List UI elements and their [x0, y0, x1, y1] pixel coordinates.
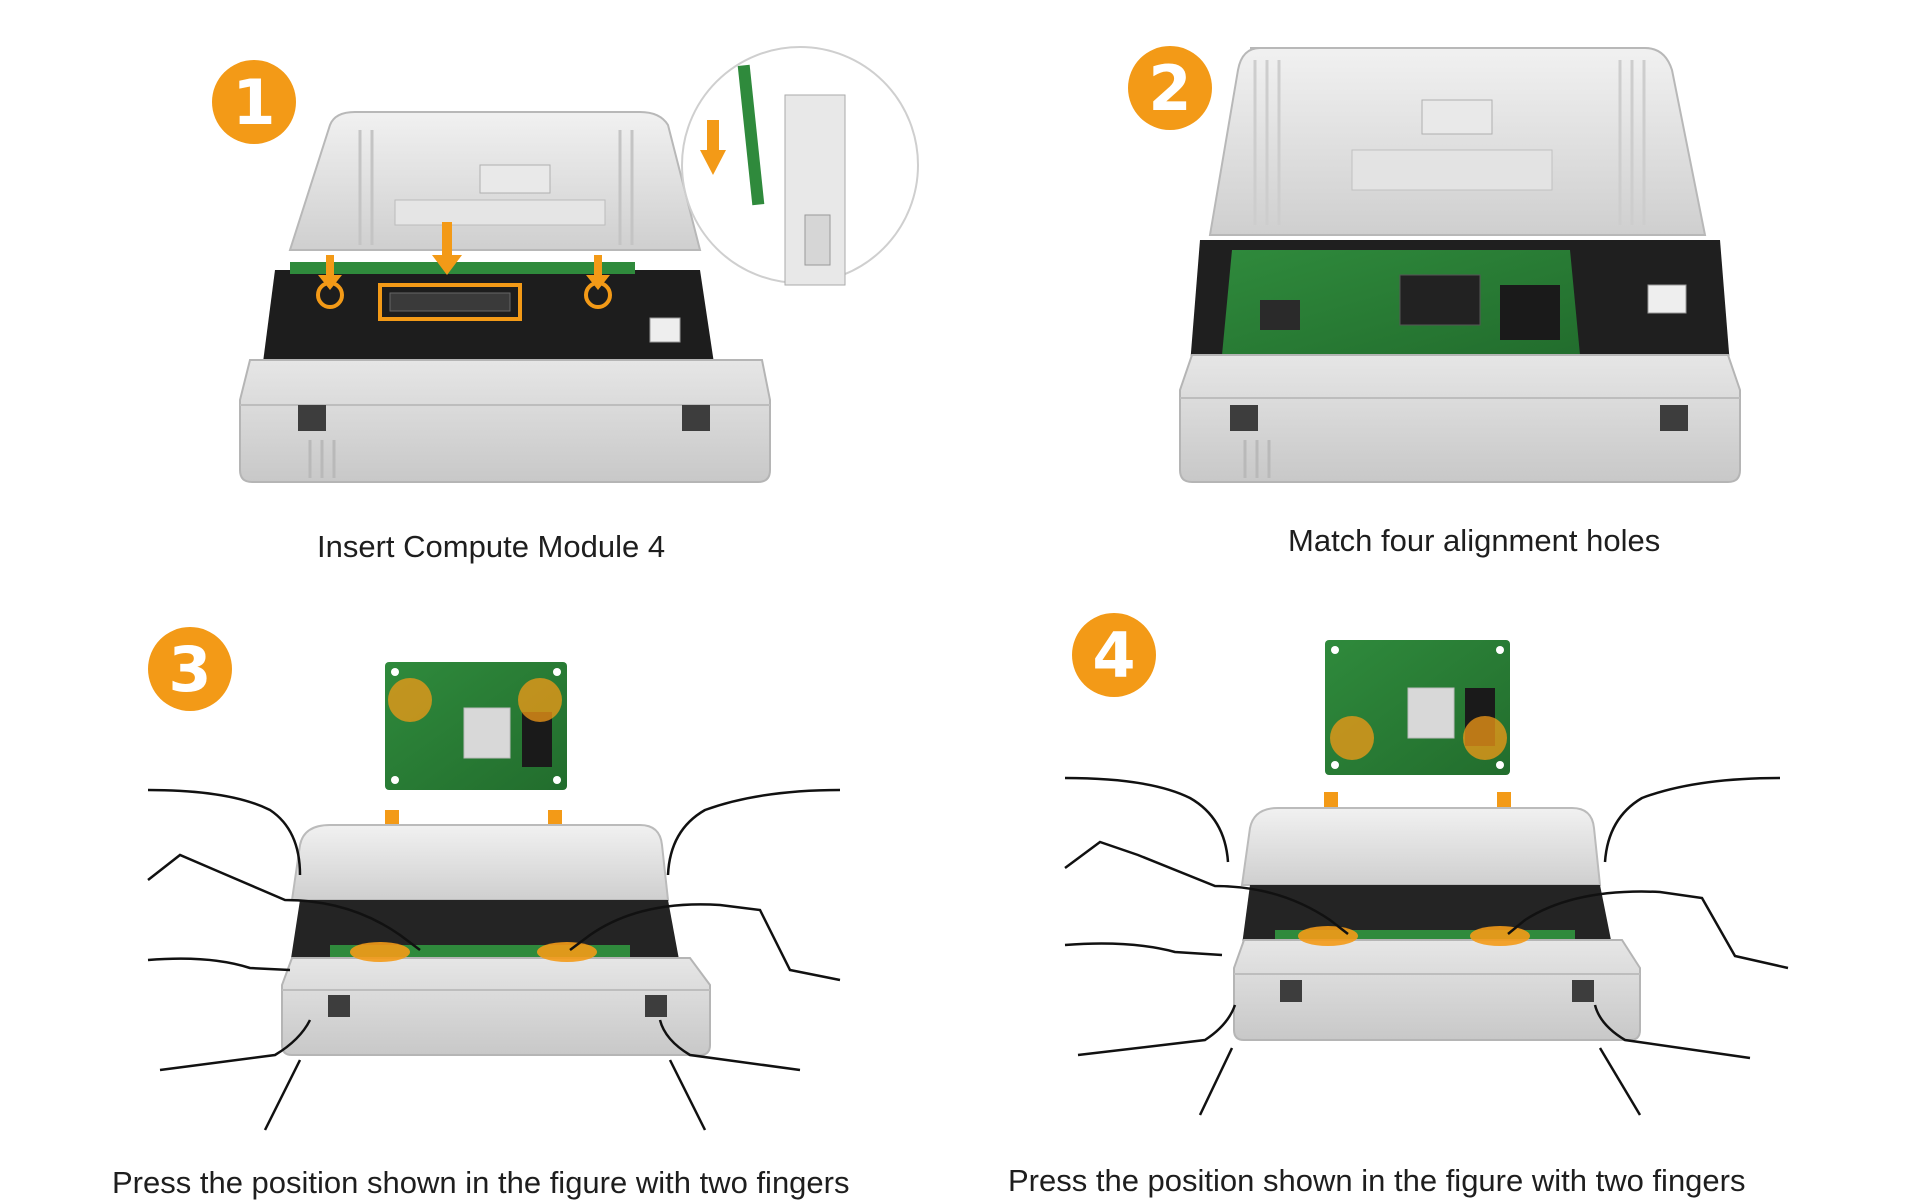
step-3-panel: 3 [0, 600, 960, 1200]
step-4-panel: 4 [960, 600, 1920, 1200]
step-3-illustration [0, 600, 960, 1140]
step-4-caption: Press the position shown in the figure w… [1008, 1163, 1746, 1199]
step-3-caption: Press the position shown in the figure w… [112, 1165, 850, 1201]
step-1-panel: 1 [0, 0, 960, 600]
step-2-illustration [960, 0, 1920, 520]
step-4-illustration [960, 600, 1920, 1140]
step-1-illustration [0, 0, 960, 540]
step-1-caption: Insert Compute Module 4 [317, 529, 665, 565]
step-2-panel: 2 Match four alignment holes [960, 0, 1920, 600]
step-2-caption: Match four alignment holes [1288, 523, 1660, 559]
